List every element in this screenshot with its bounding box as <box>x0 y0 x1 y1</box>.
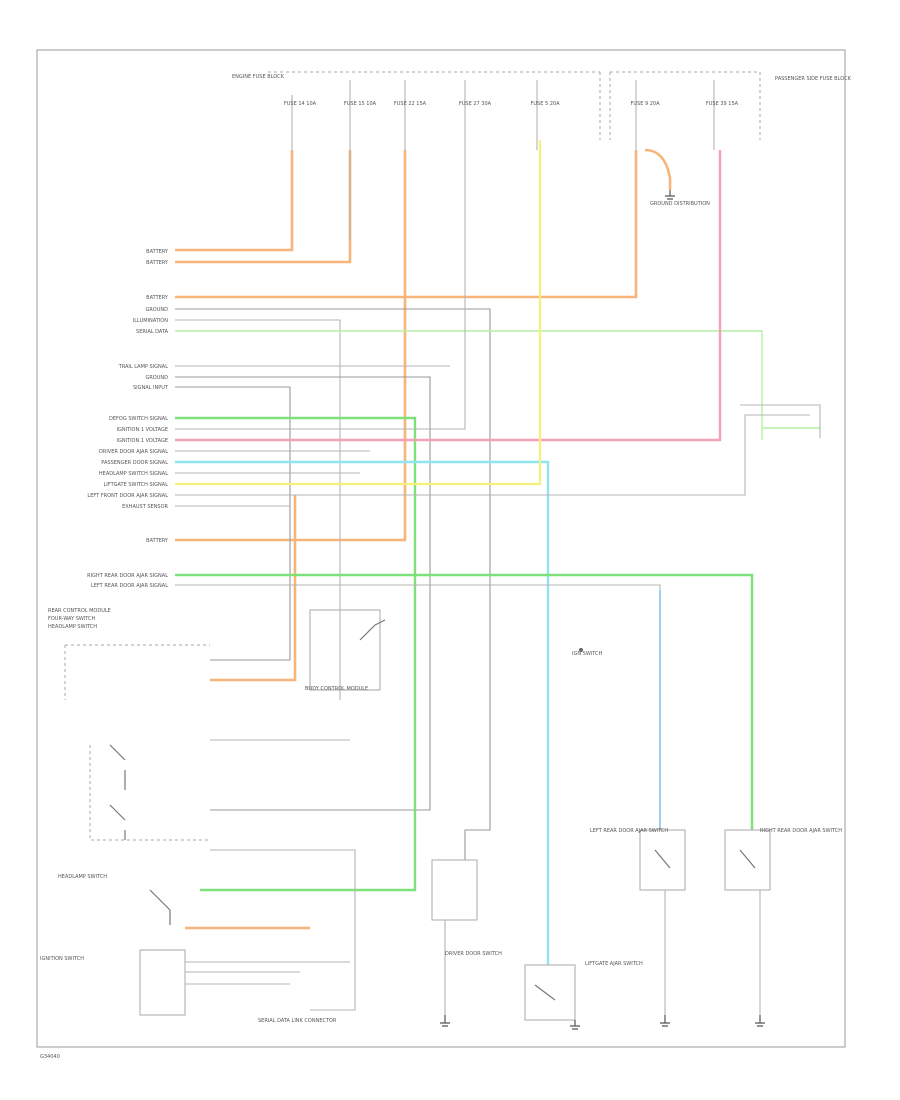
circuit-label-0: BATTERY <box>146 249 169 255</box>
circuit-label-16: LEFT FRONT DOOR AJAR SIGNAL <box>87 493 168 499</box>
right-connector-gray <box>740 404 821 438</box>
driver-door-switch-box <box>431 859 478 921</box>
circuit-label-2: BATTERY <box>146 295 169 301</box>
fuse-block-side <box>599 72 761 140</box>
circuit-label-10: IGNITION 1 VOLTAGE <box>116 427 168 433</box>
bcm-switch <box>359 619 386 641</box>
fuse-label-3: FUSE 27 30A <box>459 101 492 107</box>
rcm-outline <box>65 644 210 841</box>
component-labels: REAR CONTROL MODULE FOUR-WAY SWITCH HEADLA… <box>40 74 852 1024</box>
circuit-label-4: ILLUMINATION <box>133 318 168 324</box>
fuse-label-4: FUSE 5 20A <box>530 101 560 107</box>
wire-lgreen-1 <box>175 330 763 440</box>
wire-gray-1 <box>175 150 491 860</box>
circuit-label-1: BATTERY <box>146 260 169 266</box>
switch-headlamp <box>149 889 171 925</box>
component-label-9: SERIAL DATA LINK CONNECTOR <box>258 1018 337 1024</box>
circuit-label-20: LEFT REAR DOOR AJAR SIGNAL <box>91 583 168 589</box>
bcm-box <box>309 609 381 691</box>
wire-orange-4 <box>175 150 407 542</box>
circuit-label-18: BATTERY <box>146 538 169 544</box>
circuit-label-7: GROUND <box>145 375 168 381</box>
liftgate-switch <box>534 984 556 1001</box>
wire-gray-6 <box>175 414 810 507</box>
fuse-labels: FUSE 14 10A FUSE 15 10A FUSE 22 15A FUSE 27… <box>284 101 739 107</box>
circuit-label-9: DEFOG SWITCH SIGNAL <box>109 416 168 422</box>
wire-gray-8 <box>210 739 356 1011</box>
circuit-label-14: HEADLAMP SWITCH SIGNAL <box>99 471 168 477</box>
ground-symbols <box>440 190 765 1030</box>
wire-orange-1 <box>175 150 294 252</box>
wire-gray-2 <box>175 365 450 811</box>
circuit-label-12: DRIVER DOOR AJAR SIGNAL <box>99 449 168 455</box>
fuse-label-0: FUSE 14 10A <box>284 101 317 107</box>
right-rear-switch <box>739 849 756 869</box>
right-rear-switch-box <box>724 829 771 891</box>
liftgate-switch-box <box>524 964 576 1021</box>
component-label-3: LEFT REAR DOOR AJAR SWITCH <box>590 828 668 834</box>
component-label-4: RIGHT REAR DOOR AJAR SWITCH <box>760 828 842 834</box>
wire-yellow-1 <box>175 140 542 486</box>
switch-left-2 <box>109 804 126 840</box>
component-label-0: REAR CONTROL MODULE <box>48 608 111 614</box>
fuse-label-5: FUSE 9 20A <box>630 101 660 107</box>
circuit-label-6: TRAIL LAMP SIGNAL <box>118 364 169 370</box>
circuit-label-17: EXHAUST SENSOR <box>122 504 168 510</box>
circuit-label-3: GROUND <box>145 307 168 313</box>
wire-orange-3 <box>175 148 672 299</box>
left-rear-switch <box>654 849 671 869</box>
circuit-label-5: SERIAL DATA <box>136 329 169 335</box>
wire-cyan-1 <box>175 460 550 965</box>
circuit-label-8: SIGNAL INPUT <box>133 385 169 391</box>
component-label-10: GROUND DISTRIBUTION <box>650 201 710 207</box>
fuse-label-1: FUSE 15 10A <box>344 101 377 107</box>
component-label-14: BODY CONTROL MODULE <box>305 686 368 692</box>
component-label-6: DRIVER DOOR SWITCH <box>445 951 502 957</box>
wire-green-2 <box>175 573 754 830</box>
component-label-11: PASSENGER SIDE FUSE BLOCK <box>775 76 852 82</box>
wire-orange-2 <box>175 150 352 264</box>
ign-switch-dot <box>579 648 583 652</box>
component-label-12: ENGINE FUSE BLOCK <box>232 74 285 80</box>
component-label-8: IGNITION SWITCH <box>40 956 84 962</box>
left-rear-switch-box <box>639 829 686 891</box>
wire-gray-3 <box>175 150 466 430</box>
component-label-7: HEADLAMP SWITCH <box>58 874 107 880</box>
component-label-5: LIFTGATE AJAR SWITCH <box>585 961 643 967</box>
wire-green-1 <box>175 416 417 892</box>
wire-pink-1 <box>175 150 722 442</box>
circuit-label-19: RIGHT REAR DOOR AJAR SIGNAL <box>87 573 168 579</box>
switch-left-1 <box>109 744 126 790</box>
circuit-label-13: PASSENGER DOOR SIGNAL <box>101 460 168 466</box>
footer-code: G34040 <box>40 1054 60 1060</box>
ignition-switch-box <box>139 949 186 1016</box>
wire-gray-7 <box>175 584 661 830</box>
component-label-13: IGN SWITCH <box>572 651 603 657</box>
fuse-label-2: FUSE 22 15A <box>394 101 427 107</box>
fuse-drops <box>291 80 715 150</box>
wire-gray-9 <box>185 961 350 985</box>
circuit-label-11: IGNITION 1 VOLTAGE <box>116 438 168 444</box>
diagram-frame <box>36 49 846 1048</box>
wire-orange-5 <box>210 495 297 682</box>
left-labels: BATTERY BATTERY BATTERY GROUND ILLUMINATION S… <box>87 249 169 589</box>
fuse-label-6: FUSE 39 15A <box>706 101 739 107</box>
component-label-1: FOUR-WAY SWITCH <box>48 616 96 622</box>
circuit-label-15: LIFTGATE SWITCH SIGNAL <box>104 482 169 488</box>
component-label-2: HEADLAMP SWITCH <box>48 624 97 630</box>
